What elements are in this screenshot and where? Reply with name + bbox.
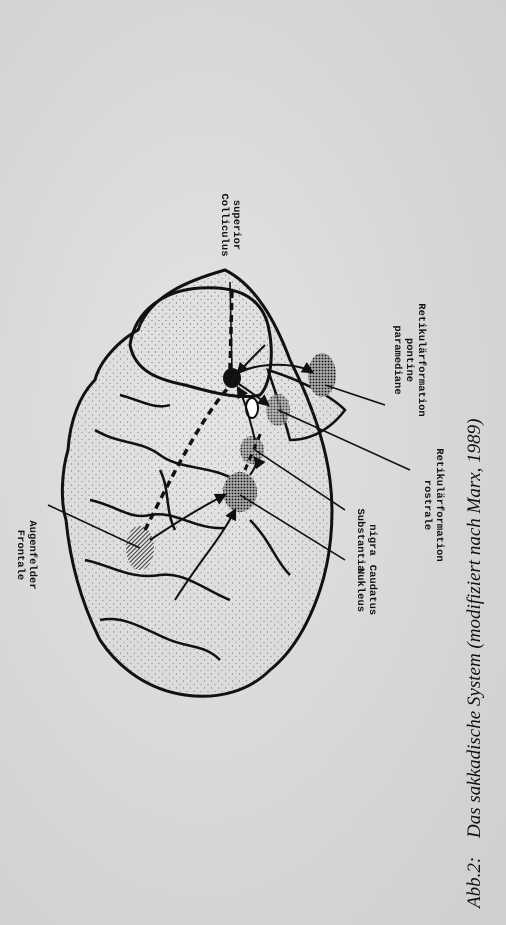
label-frontale-2: Augenfelder: [26, 520, 38, 589]
label-colliculus-1: Colliculus: [218, 193, 230, 256]
label-substantia-1: Substantia: [354, 508, 366, 572]
pontine-reticular-area: [308, 353, 336, 397]
label-frontale-1: Frontale: [14, 530, 26, 580]
label-paramediane-3: Retikulärformation: [415, 303, 427, 416]
label-paramediane-2: pontine: [403, 338, 415, 382]
label-rostrale-2: Retikulärformation: [433, 448, 445, 561]
caption-text: Das sakkadische System (modifiziert nach…: [464, 418, 485, 839]
caption: Abb.2: Das sakkadische System (modifizie…: [464, 418, 485, 910]
label-paramediane-1: paramediane: [391, 325, 403, 394]
brain-outline: [62, 270, 345, 696]
label-colliculus-2: superior: [230, 200, 242, 250]
caudate-nucleus-area: [223, 472, 257, 512]
substantia-nigra-area: [240, 436, 264, 464]
label-rostrale-1: rostrale: [421, 480, 433, 530]
label-nukleus-1: Nukleus: [354, 568, 366, 612]
caption-number: Abb.2:: [464, 857, 485, 910]
label-nukleus-2: Caudatus: [366, 565, 378, 615]
label-substantia-2: nigra: [366, 524, 378, 556]
